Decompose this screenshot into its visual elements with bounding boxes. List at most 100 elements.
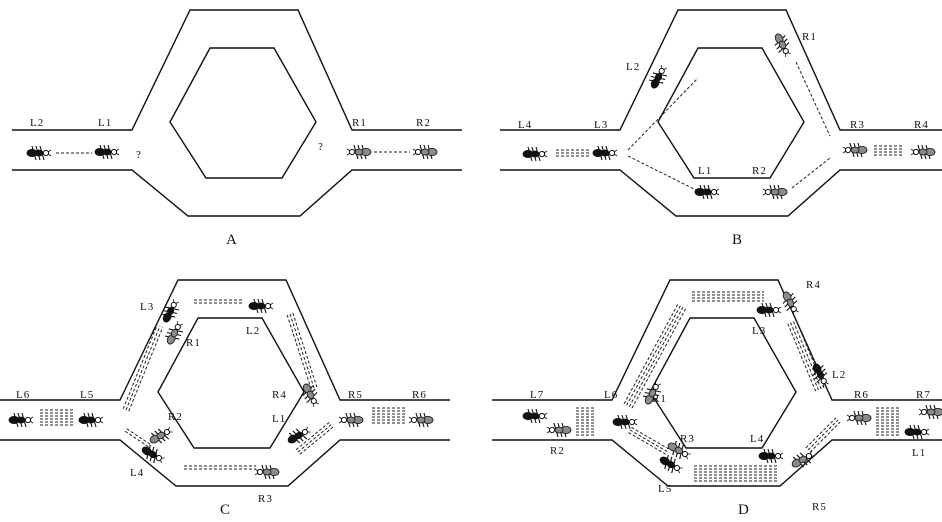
pheromone-stack	[694, 465, 778, 482]
label-l2: L2	[30, 117, 44, 129]
right-colony-ant-icon	[667, 440, 691, 460]
left-colony-ant-icon	[648, 65, 668, 89]
panel-caption-c: C	[220, 502, 231, 518]
left-colony-ant-icon	[612, 414, 638, 430]
pheromone-stack	[194, 299, 242, 304]
right-colony-ant-icon	[910, 144, 936, 160]
pheromone-stack	[122, 324, 164, 412]
panel-caption-b: B	[732, 232, 743, 248]
pheromone-stack	[628, 426, 670, 456]
label-r4: R4	[272, 389, 287, 401]
label-l6: L6	[604, 389, 618, 401]
left-colony-ant-icon	[812, 363, 829, 387]
trail	[805, 417, 837, 449]
label-r1: R1	[802, 31, 817, 43]
label-l2: L2	[246, 325, 260, 337]
label-l1: L1	[272, 413, 286, 425]
outer-track-bottom	[0, 439, 450, 487]
label-l7: L7	[530, 389, 544, 401]
right-colony-ant-icon	[302, 383, 319, 407]
pheromone-stack	[692, 291, 764, 302]
trail	[809, 421, 841, 453]
right-colony-ant-icon	[346, 144, 372, 160]
right-colony-ant-icon	[846, 410, 872, 426]
trail	[626, 305, 682, 406]
trail	[128, 326, 164, 412]
left-colony-ant-icon	[248, 298, 274, 314]
inner-hexagon	[657, 47, 805, 179]
pheromone-stack	[576, 407, 596, 436]
label-l3: L3	[752, 325, 766, 337]
left-colony-ant-icon	[522, 408, 548, 424]
trail	[791, 157, 831, 189]
right-colony-ant-icon	[918, 404, 942, 420]
pheromone-stack	[876, 407, 900, 436]
right-colony-ant-icon	[842, 142, 868, 158]
left-colony-ant-icon	[141, 444, 165, 464]
right-colony-ant-icon	[164, 321, 184, 345]
trail	[125, 325, 161, 411]
label-r4: R4	[914, 119, 929, 131]
label-l3: L3	[140, 301, 154, 313]
trail	[295, 421, 331, 451]
label-r6: R6	[854, 389, 869, 401]
label-r3: R3	[680, 433, 695, 445]
pheromone-stack	[40, 409, 74, 426]
trail	[628, 432, 667, 456]
label-r3: R3	[258, 493, 273, 505]
trail	[299, 425, 335, 455]
label-r7: R7	[916, 389, 931, 401]
label-r5: R5	[348, 389, 363, 401]
label-l3: L3	[594, 119, 608, 131]
trail	[628, 306, 684, 407]
trail	[124, 430, 150, 448]
outer-track-bottom	[500, 169, 942, 217]
panel-caption-d: D	[738, 502, 749, 518]
inner-hexagon	[169, 47, 317, 179]
trail	[289, 313, 315, 389]
label-l2: L2	[626, 61, 640, 73]
trail	[795, 61, 831, 137]
pheromone-stack	[124, 428, 152, 448]
right-colony-ant-icon	[149, 426, 173, 444]
inner-hexagon	[157, 317, 305, 449]
trail	[787, 323, 817, 392]
left-colony-ant-icon	[78, 412, 104, 428]
label-l4: L4	[130, 467, 144, 479]
label-r2: R2	[550, 445, 565, 457]
trail	[122, 324, 158, 410]
pheromone-stack	[556, 149, 590, 157]
outer-track-top	[500, 9, 942, 131]
label-l2: L2	[832, 369, 846, 381]
label-l5: L5	[80, 389, 94, 401]
pheromone-stack	[184, 465, 256, 470]
question-mark: ?	[136, 149, 142, 161]
label-r3: R3	[850, 119, 865, 131]
label-r2: R2	[416, 117, 431, 129]
outer-track-top	[12, 9, 462, 131]
trail	[629, 429, 669, 453]
left-colony-ant-icon	[287, 426, 311, 444]
trail	[623, 303, 679, 405]
trail	[292, 312, 318, 388]
trail	[631, 307, 687, 409]
right-colony-ant-icon	[408, 412, 434, 428]
label-l6: L6	[16, 389, 30, 401]
inner-hexagon	[649, 317, 797, 449]
right-colony-ant-icon	[642, 381, 662, 405]
label-l5: L5	[658, 483, 672, 495]
left-colony-ant-icon	[758, 448, 784, 464]
trail	[297, 423, 333, 453]
panel-caption-a: A	[226, 232, 237, 248]
pheromone-stack	[286, 312, 318, 390]
label-l4: L4	[518, 119, 532, 131]
outer-track-bottom	[12, 169, 462, 217]
label-r2: R2	[168, 411, 183, 423]
pheromone-stack	[874, 145, 902, 156]
label-r1: R1	[186, 337, 201, 349]
left-colony-ant-icon	[26, 145, 52, 161]
trail	[126, 428, 152, 446]
outer-track-bottom	[492, 439, 942, 487]
